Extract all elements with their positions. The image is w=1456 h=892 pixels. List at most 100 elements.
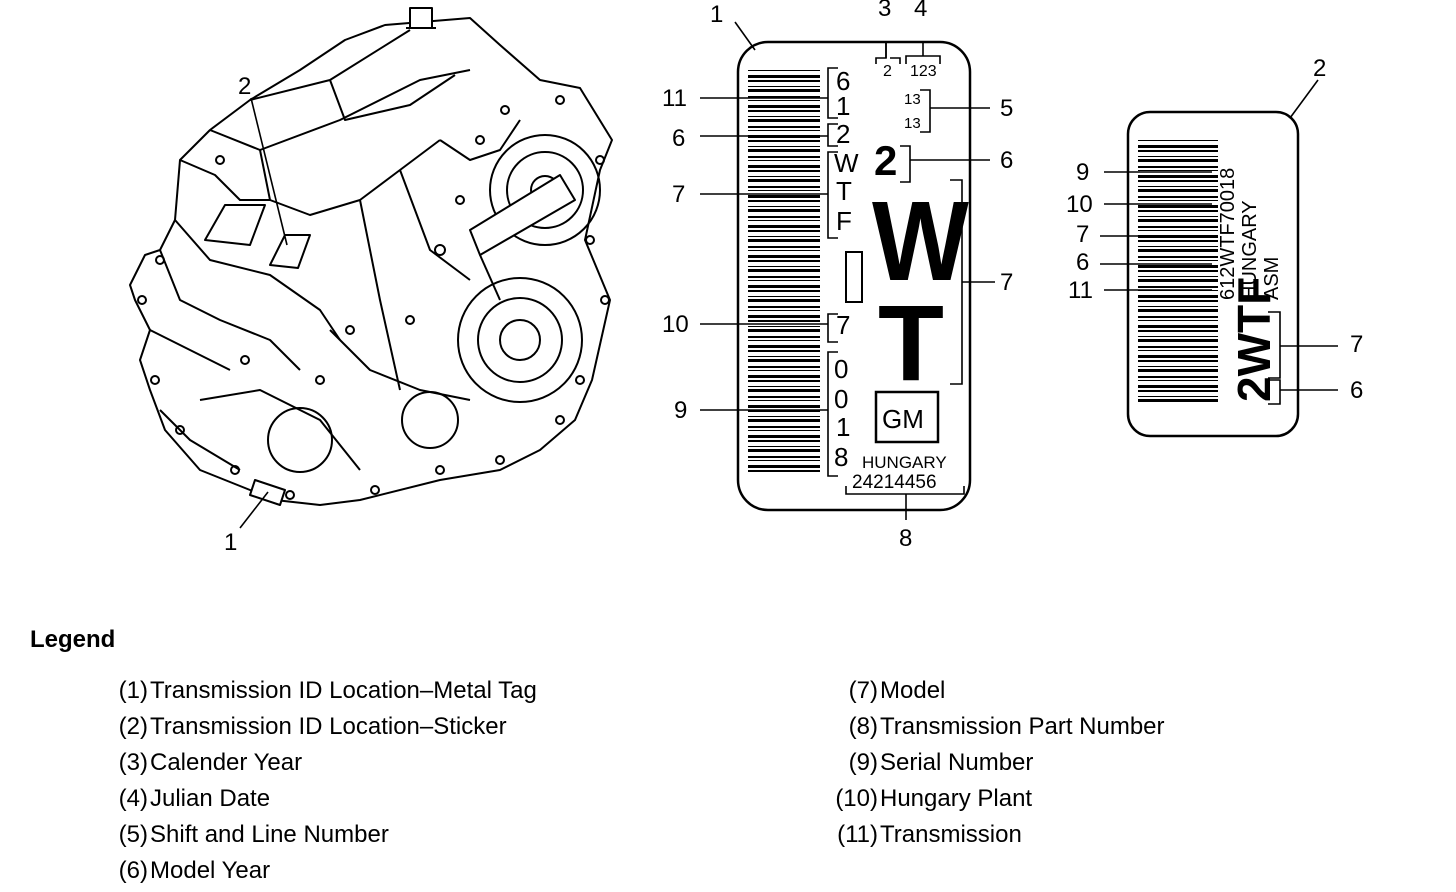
barcode-bar — [1138, 196, 1218, 198]
sticker-callout-7-left: 7 — [1076, 221, 1089, 248]
barcode-bar — [1138, 339, 1218, 342]
barcode-bar — [748, 329, 820, 332]
barcode-bar — [1138, 325, 1218, 328]
barcode-bar — [1138, 189, 1218, 192]
legend-item-number: (5) — [118, 821, 148, 848]
barcode-bar — [1138, 276, 1218, 277]
barcode-bar — [1138, 145, 1218, 148]
sticker-callout-7-right: 7 — [1350, 331, 1363, 358]
barcode-bar — [1138, 265, 1218, 268]
barcode-bar — [1138, 279, 1218, 282]
legend-item-text: Model — [880, 677, 946, 704]
barcode-bar — [1138, 396, 1218, 397]
barcode-bar — [1138, 385, 1218, 388]
barcode-bar — [1138, 320, 1218, 321]
barcode-bar — [748, 179, 820, 182]
barcode-bar — [748, 269, 820, 272]
transmission-id-diagram: 2 1 6 1 2 W T F 7 0 0 1 8 2 123 13 13 2 … — [129, 0, 1363, 556]
barcode-bar — [748, 119, 820, 122]
barcode-bar — [1138, 270, 1218, 272]
barcode-bar — [1138, 240, 1218, 242]
barcode-bar — [1138, 175, 1218, 178]
legend-item-number: (8) — [848, 713, 878, 740]
barcode-bar — [748, 306, 820, 308]
legend-item-number: (11) — [837, 821, 878, 848]
sticker-leaders — [1100, 79, 1338, 405]
tag-callout-1: 1 — [710, 1, 723, 28]
barcode-bar — [1138, 380, 1218, 381]
barcode-bar — [748, 230, 820, 232]
barcode-bar — [1138, 336, 1218, 337]
engine-leaders — [239, 97, 288, 529]
barcode-bar — [1138, 346, 1218, 348]
legend-item-text: Model Year — [150, 857, 271, 884]
barcode-bar — [748, 266, 820, 267]
tag-julian-date: 123 — [910, 63, 937, 80]
metal-tag: 6 1 2 W T F 7 0 0 1 8 2 123 13 13 2 W T … — [736, 40, 972, 512]
tag-shift-line-1: 13 — [904, 91, 921, 108]
barcode-bar — [1138, 360, 1218, 362]
barcode-bar — [748, 326, 820, 327]
tag-callout-9: 9 — [674, 397, 687, 424]
barcode-bar — [748, 345, 820, 348]
legend-item-text: Serial Number — [880, 749, 1034, 776]
barcode-bar — [748, 70, 820, 71]
legend-item-text: Transmission — [880, 821, 1022, 848]
tag-char-1: 1 — [836, 91, 850, 121]
sticker-model-big: 2WTF — [1228, 277, 1280, 402]
barcode-bar — [1138, 316, 1218, 318]
barcode-bar — [748, 200, 820, 202]
barcode-bar — [1138, 140, 1218, 141]
barcode-bar — [748, 296, 820, 297]
barcode-bar — [1138, 300, 1218, 302]
barcode-bar — [748, 285, 820, 288]
barcode-bar — [748, 359, 820, 362]
tag-callout-11: 11 — [662, 85, 687, 112]
legend-item-number: (3) — [118, 749, 148, 776]
barcode-bar — [1138, 306, 1218, 307]
sticker-callout-6-left: 6 — [1076, 249, 1089, 276]
sticker-barcode — [1138, 140, 1218, 402]
transmission-drawing — [129, 7, 613, 506]
barcode-bar — [1138, 249, 1218, 252]
barcode-bar — [748, 336, 820, 338]
tag-char-6: 6 — [836, 66, 850, 96]
barcode-bar — [748, 340, 820, 341]
barcode-bar — [748, 116, 820, 117]
barcode-bar — [748, 110, 820, 112]
barcode-bar — [748, 246, 820, 248]
barcode-bar — [748, 250, 820, 251]
barcode-bar — [748, 375, 820, 378]
barcode-bar — [748, 310, 820, 311]
barcode-bar — [748, 435, 820, 438]
legend-item-text: Hungary Plant — [880, 785, 1033, 812]
sticker-line-2: HUNGARY — [1239, 200, 1261, 300]
sticker-callout-6-right: 6 — [1350, 377, 1363, 404]
barcode-bar — [748, 416, 820, 417]
barcode-bar — [748, 260, 820, 262]
barcode-bar — [748, 190, 820, 191]
engine-callout-1: 1 — [224, 529, 237, 556]
barcode-bar — [748, 156, 820, 158]
sticker-callout-11: 11 — [1068, 277, 1093, 304]
tag-shift-line-2: 13 — [904, 115, 921, 132]
barcode-bar — [748, 80, 820, 82]
barcode-bar — [748, 396, 820, 398]
barcode-bar — [748, 405, 820, 408]
barcode-bar — [748, 460, 820, 461]
barcode-bar — [1138, 226, 1218, 228]
tag-callout-5: 5 — [1000, 95, 1013, 122]
barcode-bar — [748, 209, 820, 212]
barcode-bar — [748, 140, 820, 142]
tag-model-year-big: 2 — [874, 137, 897, 184]
tag-char-t: T — [836, 176, 852, 206]
metal-tag-leaders — [700, 21, 995, 520]
barcode-bar — [1138, 159, 1218, 162]
barcode-bar — [1138, 350, 1218, 351]
barcode-bar — [748, 426, 820, 428]
gm-logo-box — [874, 390, 940, 444]
tag-callout-7-left: 7 — [672, 181, 685, 208]
barcode-bar — [748, 440, 820, 442]
legend-item-text: Transmission ID Location–Sticker — [150, 713, 507, 740]
barcode-bar — [748, 389, 820, 392]
